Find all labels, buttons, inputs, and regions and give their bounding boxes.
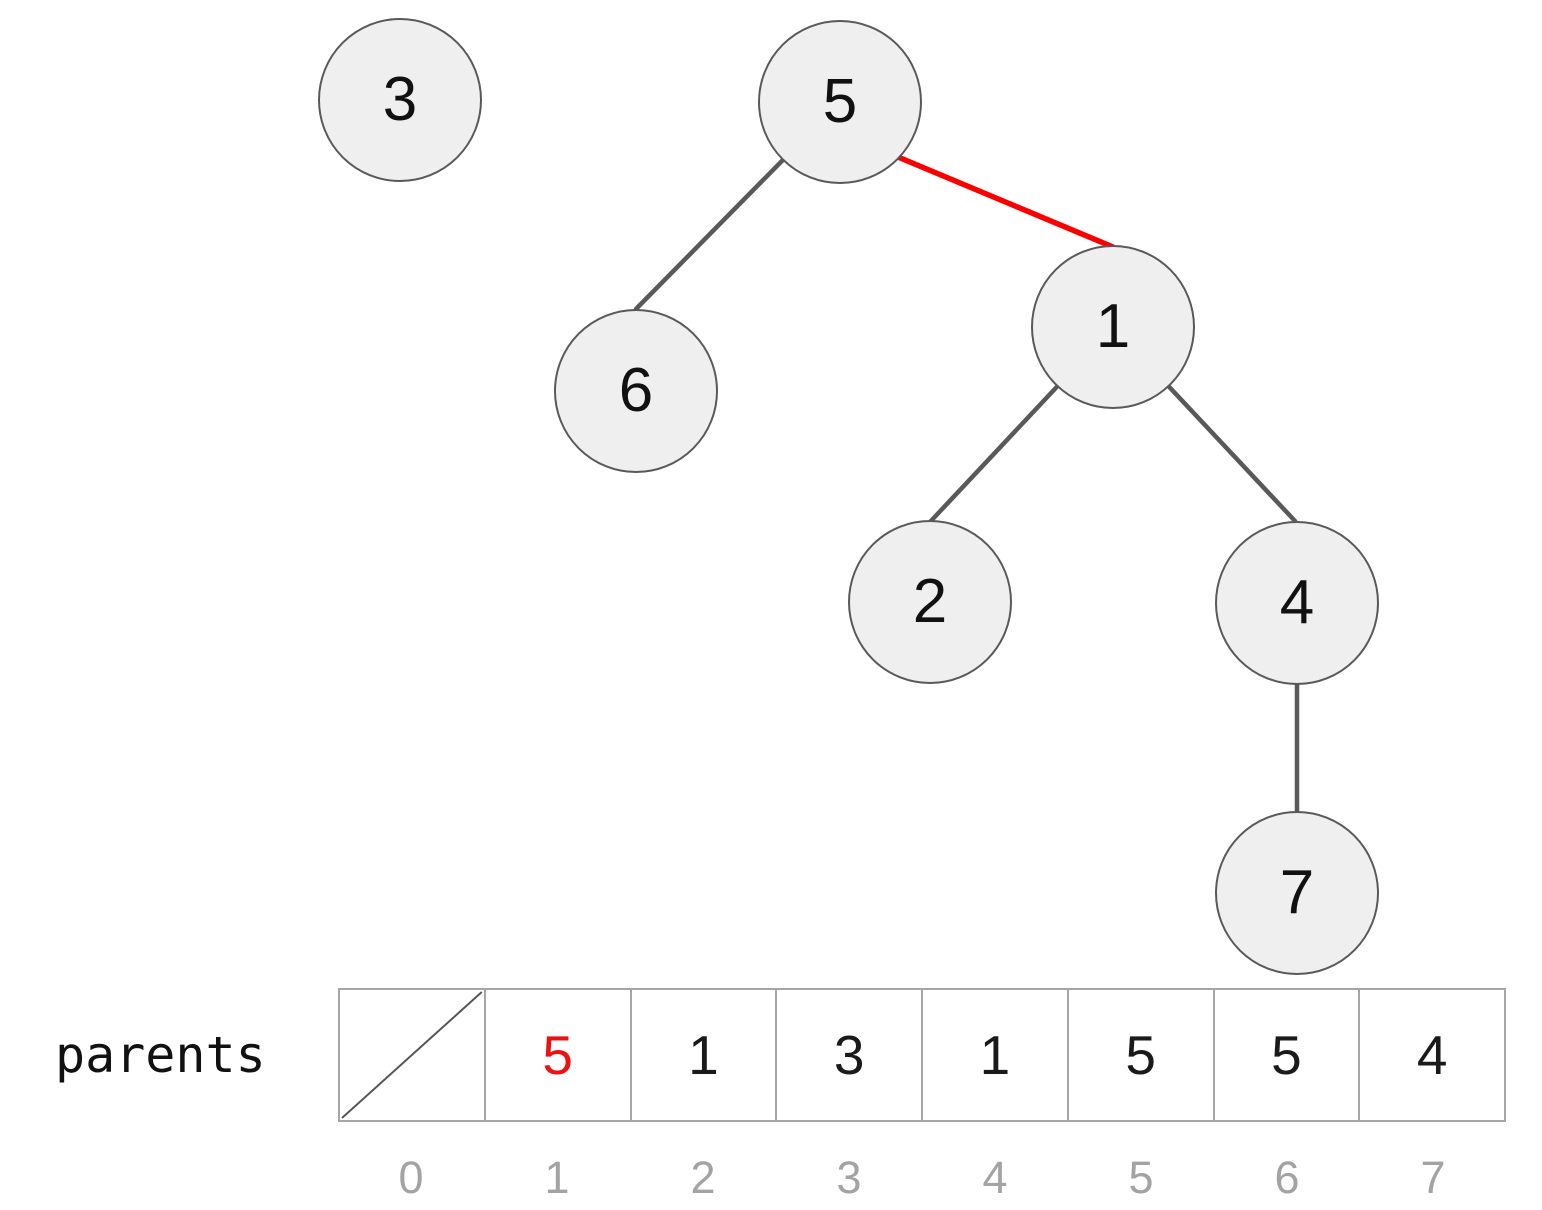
array-cell-value: 5 [1125,1023,1156,1086]
tree-node-7: 7 [1215,811,1379,975]
array-indices: 0 1 2 3 4 5 6 7 [338,1148,1506,1206]
array-cell-value: 1 [979,1023,1011,1086]
array-cell-3: 3 [777,990,923,1120]
edge-5-1-highlighted [895,154,1116,250]
array-cell-value: 5 [1271,1023,1302,1086]
array-cell-1: 5 [486,990,632,1120]
tree-node-1: 1 [1031,245,1195,409]
array-cell-0 [340,990,486,1120]
array-index-7: 7 [1420,1151,1446,1203]
array-cell-value: 1 [688,1023,719,1086]
node-label: 4 [1279,568,1315,637]
node-label: 2 [912,567,948,636]
array-index-1: 1 [544,1151,570,1203]
array-index-6: 6 [1274,1151,1300,1203]
array-index-2: 2 [690,1151,716,1203]
array-cell-4: 1 [923,990,1069,1120]
array-index-4: 4 [982,1151,1008,1203]
array-cell-6: 5 [1215,990,1361,1120]
tree-node-5: 5 [758,20,922,184]
node-label: 7 [1279,858,1315,927]
array-cell-value: 5 [542,1023,573,1086]
array-cell-value: 3 [833,1023,865,1086]
array-index-0: 0 [398,1151,424,1203]
node-label: 5 [822,67,858,136]
array-cell-value: 4 [1416,1023,1448,1086]
tree-node-3: 3 [318,18,482,182]
empty-slash-icon [341,991,483,1119]
array-cell-7: 4 [1360,990,1504,1120]
tree-node-6: 6 [554,309,718,473]
array-index-5: 5 [1128,1151,1154,1203]
parents-array: 5 1 3 1 5 5 4 [338,988,1506,1122]
array-cell-2: 1 [632,990,778,1120]
array-index-3: 3 [836,1151,862,1203]
tree-node-2: 2 [848,520,1012,684]
node-label: 3 [382,65,418,134]
node-label: 6 [618,356,654,425]
node-label: 1 [1095,292,1131,361]
tree-node-4: 4 [1215,521,1379,685]
parents-array-label: parents [55,1026,266,1084]
array-cell-5: 5 [1069,990,1215,1120]
